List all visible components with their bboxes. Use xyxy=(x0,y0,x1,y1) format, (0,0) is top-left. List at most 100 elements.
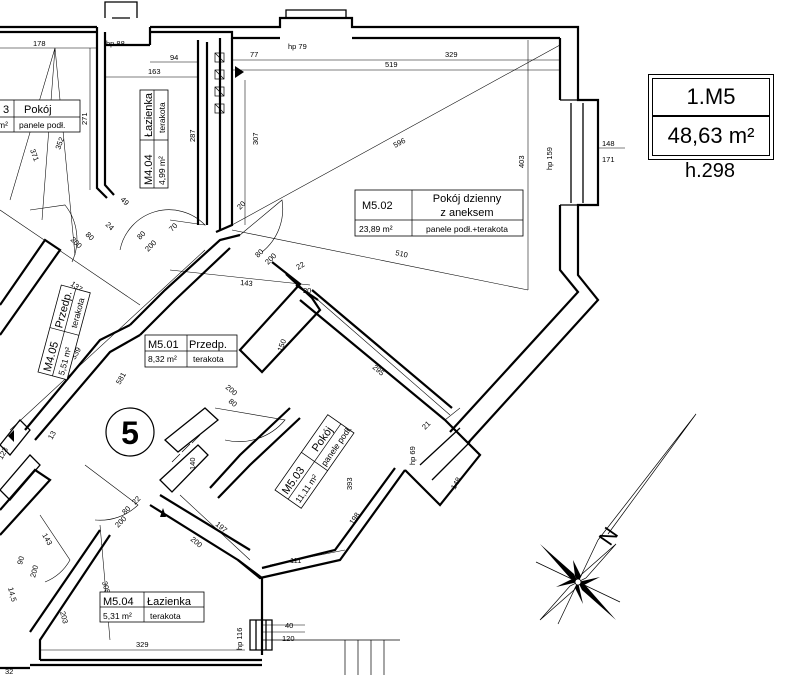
dim-label: 510 xyxy=(395,248,409,259)
dim-label: 21 xyxy=(420,419,432,431)
dim-label: 295 xyxy=(371,363,386,378)
room-label-m5-02: M5.02 Pokój dzienny z aneksem 23,89 m² p… xyxy=(354,189,524,237)
dim-label: 200 xyxy=(143,238,158,253)
dim-label: 140 xyxy=(188,457,197,470)
dim-label: 271 xyxy=(80,112,89,125)
dim-label: 49 xyxy=(119,195,131,207)
dim-label: 80 xyxy=(227,397,239,409)
room-name: Pokój xyxy=(24,104,52,116)
room-finish: terakota xyxy=(193,354,224,364)
arrow-icon xyxy=(160,508,166,517)
room-finish: terakota xyxy=(150,611,181,621)
dim-label: hp 88 xyxy=(106,39,125,48)
dim-label: 352 xyxy=(53,136,66,151)
dim-label: 22 xyxy=(130,494,142,506)
dim-label: hp 116 xyxy=(235,628,244,650)
dim-label: 287 xyxy=(188,129,197,142)
room-label-m4-04: M4.04 Łazienka 4,99 m² terakota xyxy=(139,89,169,189)
vent-squares xyxy=(171,52,225,463)
unit-id: 1.M5 xyxy=(652,78,770,116)
room-code: M5.01 xyxy=(148,339,179,351)
dim-label: 403 xyxy=(517,155,526,168)
dim-label: 90 xyxy=(15,555,26,565)
dim-label: 143 xyxy=(240,278,253,288)
room-name-line2: z aneksem xyxy=(440,207,493,219)
dim-label: hp 69 xyxy=(408,446,417,465)
room-finish: terakota xyxy=(157,102,167,133)
unit-area: 48,63 m² xyxy=(652,116,770,156)
room-code: M5.04 xyxy=(103,596,134,608)
dim-label: 120 xyxy=(282,634,295,643)
room-finish: panele podł.+terakota xyxy=(426,224,508,234)
dim-label: 171 xyxy=(602,155,615,164)
dim-label: 13 xyxy=(46,429,58,441)
room-label-partial-3: 3 Pokój m² panele podł. xyxy=(0,99,81,133)
door-swings xyxy=(29,199,286,583)
dim-label: 200 xyxy=(224,383,239,398)
dim-label: 200 xyxy=(28,564,40,578)
unit-number-badge: 5 xyxy=(105,407,155,457)
dim-label: 148 xyxy=(602,139,615,148)
dim-label: 581 xyxy=(114,371,128,386)
room-name: Łazienka xyxy=(147,596,192,608)
dim-label: 163 xyxy=(148,67,161,76)
dim-label: 305 xyxy=(100,580,112,594)
dim-label: 371 xyxy=(28,148,41,163)
room-area: 23,89 m² xyxy=(359,224,393,234)
dim-label: 80 xyxy=(253,247,265,259)
dim-label: 329 xyxy=(136,640,149,649)
room-code: 3 xyxy=(3,104,9,116)
room-name: Łazienka xyxy=(143,92,155,137)
dim-label: hp 79 xyxy=(288,42,307,51)
dim-label: 80 xyxy=(135,229,147,241)
dim-label: 20 xyxy=(235,199,247,211)
dim-label: 77 xyxy=(250,50,258,59)
dim-label: 32 xyxy=(5,667,13,675)
room-area: m² xyxy=(0,120,8,130)
dim-label: 14,5 xyxy=(6,586,18,602)
dim-label: 40 xyxy=(285,621,293,630)
room-label-m5-01: M5.01 Przedp. 8,32 m² terakota xyxy=(144,334,238,368)
unit-info-frame xyxy=(648,74,774,160)
arrow-icon xyxy=(235,66,244,78)
room-name: Pokój dzienny xyxy=(433,193,502,205)
dim-label: 150 xyxy=(275,338,288,353)
dim-label: 197 xyxy=(214,520,229,535)
unit-height: h.298 xyxy=(684,160,736,182)
unit-number: 5 xyxy=(121,415,139,451)
dim-label: 596 xyxy=(392,136,407,150)
room-area: 8,32 m² xyxy=(148,354,177,364)
dim-label: 178 xyxy=(33,39,46,48)
dim-label: 94 xyxy=(170,53,178,62)
dim-label: hp 159 xyxy=(545,147,554,170)
dim-label: 200 xyxy=(69,235,84,250)
compass-north-label: N xyxy=(594,523,624,550)
room-name: Przedp. xyxy=(189,339,227,351)
dim-label: 20 xyxy=(303,286,311,295)
dim-label: 393 xyxy=(345,477,354,490)
room-area: 5,31 m² xyxy=(103,611,132,621)
dim-label: 519 xyxy=(385,60,398,69)
dim-label: 123 xyxy=(0,446,10,461)
entrance-arrows xyxy=(8,66,244,517)
walls xyxy=(0,1,600,675)
dim-label: 111 xyxy=(290,556,301,565)
room-label-m4-05: M4.05 Przedp. 5,51 m² terakota xyxy=(37,284,91,381)
dim-label: 203 xyxy=(58,610,70,624)
dim-label: 70 xyxy=(167,221,179,233)
dim-label: 307 xyxy=(251,132,260,145)
compass-rose xyxy=(535,413,697,625)
room-label-m5-04: M5.04 Łazienka 5,31 m² terakota xyxy=(99,591,205,623)
dim-label: 80 xyxy=(84,230,96,242)
dim-label: 329 xyxy=(445,50,458,59)
dim-label: 198 xyxy=(347,511,362,526)
dim-label: 22 xyxy=(295,260,307,272)
room-label-m5-03: M5.03 Pokój 11,11 m² panele podł. xyxy=(274,414,355,509)
arrow-icon xyxy=(8,430,14,442)
room-area: 4,99 m² xyxy=(157,156,167,185)
room-code: M4.04 xyxy=(143,154,155,185)
dimension-labels: 178 hp 88 hp 79 94 163 77 329 519 307 59… xyxy=(0,39,615,675)
room-code: M5.02 xyxy=(362,200,393,212)
room-finish: panele podł. xyxy=(19,120,65,130)
